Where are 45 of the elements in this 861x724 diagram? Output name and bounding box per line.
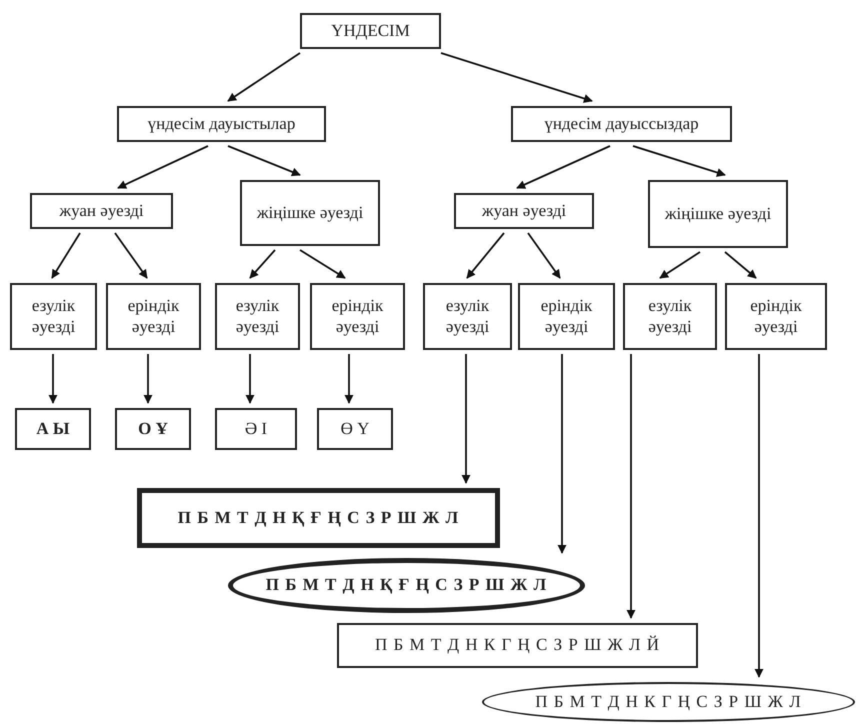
text-box: А Ы bbox=[15, 408, 91, 450]
arrow bbox=[754, 354, 764, 678]
arrow bbox=[51, 232, 81, 279]
arrow bbox=[249, 249, 276, 279]
arrow bbox=[300, 249, 346, 279]
text-box: үндесім дауыссыздар bbox=[511, 106, 732, 142]
arrow bbox=[246, 354, 254, 404]
arrow bbox=[724, 251, 757, 279]
text-box: О Ұ bbox=[115, 408, 191, 450]
text-box: жіңішке әуезді bbox=[240, 180, 380, 246]
arrow bbox=[114, 232, 148, 279]
arrow bbox=[144, 354, 152, 404]
text-box: П Б М Т Д Н Қ Ғ Ң С З Р Ш Ж Л bbox=[137, 488, 500, 548]
arrow bbox=[48, 354, 58, 404]
text-box: езулік әуезді bbox=[423, 283, 512, 350]
text-box: Ө Ү bbox=[317, 408, 393, 450]
text-box: П Б М Т Д Н К Г Ң С З Р Ш Ж Л Й bbox=[337, 623, 698, 668]
arrow bbox=[440, 52, 593, 103]
arrow bbox=[558, 354, 566, 554]
text-box: үндесім дауыстылар bbox=[117, 106, 326, 142]
text-box: ҮНДЕСІМ bbox=[300, 13, 441, 49]
text-box: еріндік әуезді bbox=[310, 283, 405, 350]
text-box: езулік әуезді bbox=[10, 283, 97, 350]
arrow bbox=[626, 354, 636, 619]
text-box: езулік әуезді bbox=[215, 283, 300, 350]
text-box: Ә І bbox=[215, 408, 297, 450]
text-box: еріндік әуезді bbox=[518, 283, 615, 350]
arrow bbox=[227, 52, 300, 102]
arrow bbox=[117, 145, 208, 189]
arrow bbox=[632, 145, 726, 177]
text-box: езулік әуезді bbox=[623, 283, 717, 350]
oval-box: П Б М Т Д Н К Г Ң С З Р Ш Ж Л bbox=[482, 682, 855, 722]
text-box: жуан әуезді bbox=[30, 193, 173, 229]
text-box: еріндік әуезді bbox=[725, 283, 827, 350]
arrow bbox=[344, 354, 354, 404]
arrow bbox=[516, 145, 610, 189]
text-box: еріндік әуезді bbox=[106, 283, 201, 350]
arrow bbox=[466, 232, 505, 279]
arrow bbox=[659, 251, 700, 279]
arrow bbox=[228, 145, 301, 176]
arrow bbox=[462, 354, 470, 484]
oval-box: П Б М Т Д Н Қ Ғ Ң С З Р Ш Ж Л bbox=[228, 558, 585, 613]
text-box: жуан әуезді bbox=[454, 193, 594, 229]
text-box: жіңішке әуезді bbox=[648, 180, 788, 248]
arrow bbox=[527, 232, 561, 279]
